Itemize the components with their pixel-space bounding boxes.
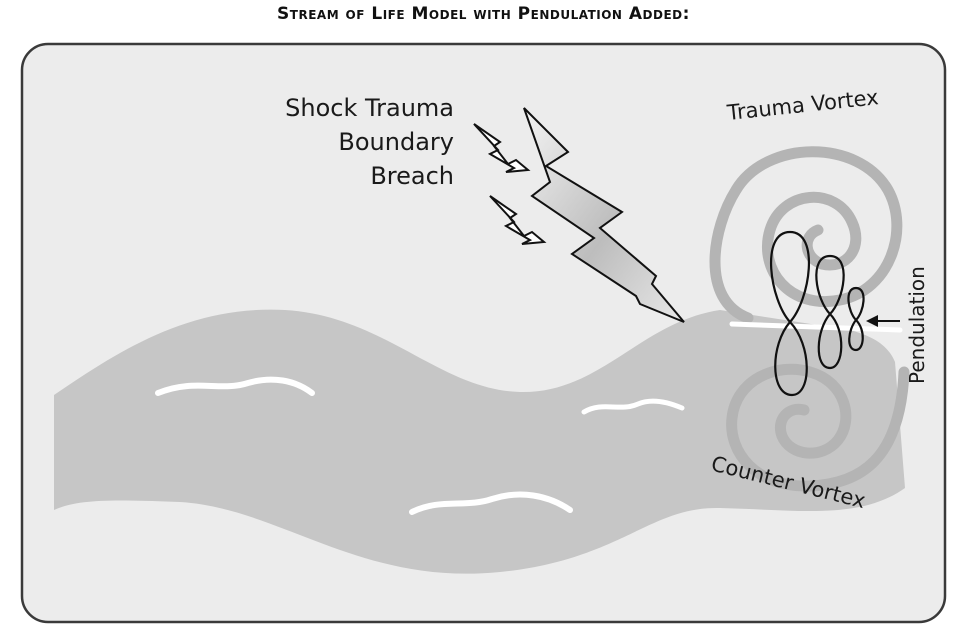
pendulation-loop-small [847,286,865,352]
stream-wave-2 [581,398,685,415]
stream-waves [155,376,685,515]
small-lightning-bolt-bottom [489,195,547,245]
shock-trauma-label-line3: Breach [370,162,454,190]
pendulation-loop-medium [815,254,845,370]
pendulation-loop-large [770,230,810,397]
small-lightning-bolt-top [473,123,531,173]
stream-of-life [54,309,905,574]
diagram-title: Stream of Life Model with Pendulation Ad… [277,4,690,24]
trauma-vortex-spiral [709,146,903,324]
counter-vortex-spiral [726,363,910,492]
stream-wave-1 [155,376,315,396]
shock-trauma-label-line2: Boundary [338,128,454,156]
large-lightning-bolt [523,107,685,323]
pendulation-arrow [866,315,900,327]
shock-trauma-label-line1: Shock Trauma [285,94,454,122]
pendulation-loops [770,230,865,397]
stream-wave-3 [409,491,573,515]
boundary-channel [729,321,903,333]
pendulation-label: Pendulation [905,266,929,384]
